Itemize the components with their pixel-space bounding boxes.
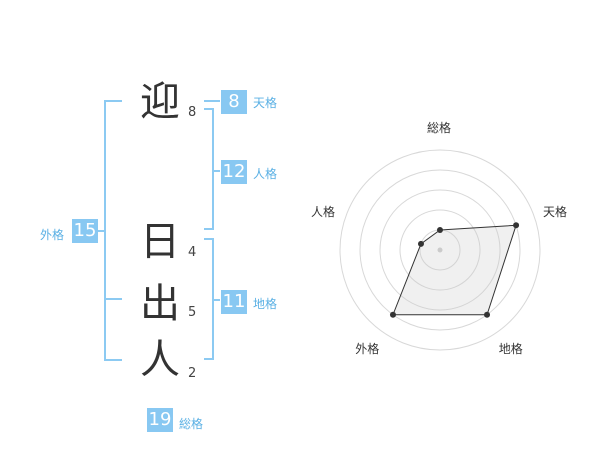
radar-series-area xyxy=(392,224,517,316)
radar-ring-4 xyxy=(359,169,521,331)
jinkaku-bracket-top xyxy=(204,108,214,110)
tenkaku-label: 天格 xyxy=(253,96,278,110)
jinkaku-bracket-vertical xyxy=(212,108,214,230)
radar-points xyxy=(389,222,520,318)
soukaku-label: 総格 xyxy=(179,417,204,431)
radar-point-3 xyxy=(484,311,491,318)
jinkaku-connector xyxy=(212,170,220,172)
gaikaku-value: 15 xyxy=(72,219,98,243)
name-char-4: 人 xyxy=(140,337,180,383)
radar-center xyxy=(437,247,443,253)
stroke-count-2: 4 xyxy=(188,245,197,260)
gaikaku-bracket-mid xyxy=(104,298,122,300)
jinkaku-bracket-bottom xyxy=(204,228,214,230)
radar-point-2 xyxy=(513,222,520,229)
tenkaku-value: 8 xyxy=(221,90,247,114)
radar-ring-3 xyxy=(379,189,501,311)
jinkaku-value: 12 xyxy=(221,160,247,184)
gaikaku-bracket-top xyxy=(104,100,122,102)
radar-point-4 xyxy=(389,311,396,318)
radar-point-5 xyxy=(417,240,424,247)
chikaku-value: 11 xyxy=(221,290,247,314)
radar-axis-label-5: 人格 xyxy=(310,205,335,220)
gaikaku-bracket-bottom xyxy=(104,359,122,361)
radar-point-1 xyxy=(437,227,443,233)
stroke-count-1: 8 xyxy=(188,105,197,120)
radar-axis-label-3: 地格 xyxy=(498,341,523,356)
name-char-1: 迎 xyxy=(140,79,180,125)
chikaku-label: 地格 xyxy=(253,297,278,311)
gaikaku-connector xyxy=(96,230,104,232)
radar-axis-label-4: 外格 xyxy=(355,341,380,356)
stroke-count-3: 5 xyxy=(188,305,197,320)
radar-axis-label-1: 総格 xyxy=(427,121,452,135)
gaikaku-label: 外格 xyxy=(40,228,65,242)
soukaku-value: 19 xyxy=(147,408,173,432)
name-char-3: 出 xyxy=(140,281,180,327)
stroke-count-4: 2 xyxy=(188,366,197,381)
radar-ring-5 xyxy=(339,149,541,351)
radar-grid xyxy=(339,149,541,351)
radar-ring-2 xyxy=(399,209,481,291)
radar-axis-label-2: 天格 xyxy=(543,205,568,220)
name-char-2: 日 xyxy=(140,219,180,265)
chikaku-bracket-bottom xyxy=(204,358,214,360)
chikaku-bracket-top xyxy=(204,238,214,240)
tenkaku-connector xyxy=(204,100,220,102)
chikaku-connector xyxy=(212,299,220,301)
gaikaku-bracket-vertical xyxy=(104,100,106,361)
jinkaku-label: 人格 xyxy=(253,167,278,181)
